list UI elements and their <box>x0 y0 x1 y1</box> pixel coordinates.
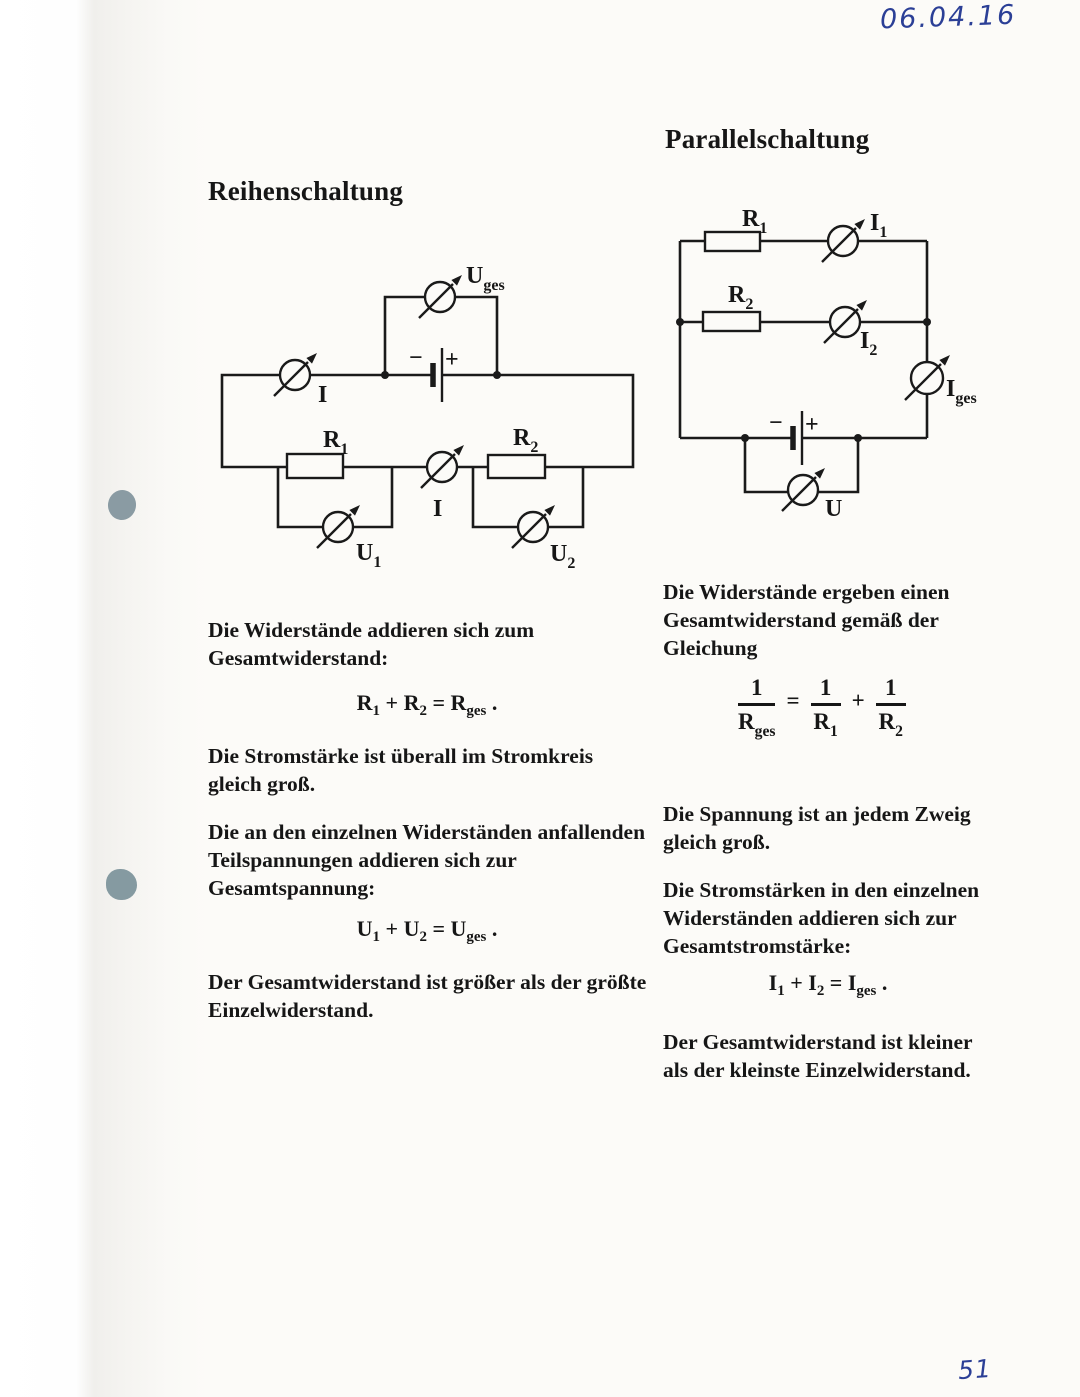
label-r2: R2 <box>728 282 753 313</box>
equals-sign: = <box>786 687 800 713</box>
junction-dot <box>381 371 389 379</box>
voltmeter-u1-icon <box>316 505 360 549</box>
ammeter-i-mid-icon <box>420 445 464 489</box>
wire <box>220 373 635 469</box>
series-circuit-diagram: − + Uges I R1 R2 I U1 U2 <box>220 263 635 572</box>
hole-punch-bottom <box>106 869 137 900</box>
label-i-top: I <box>318 382 327 408</box>
resistor-r1 <box>703 230 762 253</box>
voltmeter-u2-icon <box>511 505 555 549</box>
handwritten-date: 06.04.16 <box>879 0 1017 36</box>
label-i2: I2 <box>860 328 877 359</box>
label-u: U <box>825 496 842 522</box>
battery-minus-sign: − <box>769 410 783 436</box>
ammeter-i1-icon <box>821 219 865 263</box>
label-uges: Uges <box>466 263 505 294</box>
label-r1: R1 <box>323 427 348 458</box>
series-paragraph-current: Die Stromstärke ist überall im Stromkrei… <box>208 744 594 796</box>
series-circuit-title: Reihenschaltung <box>208 176 404 206</box>
resistor-r1 <box>285 452 345 480</box>
series-paragraph-total-resistance: Der Gesamtwiderstand ist größer als der … <box>208 970 647 1022</box>
ammeter-i-icon <box>273 353 317 397</box>
label-i-mid: I <box>433 496 442 522</box>
plus-sign: + <box>851 687 865 713</box>
label-iges: Iges <box>946 376 977 407</box>
label-i1: I1 <box>870 210 887 241</box>
ammeter-i2-icon <box>823 300 867 344</box>
voltmeter-uges-icon <box>418 275 462 319</box>
battery-icon: − + <box>409 345 459 402</box>
junction-dot <box>493 371 501 379</box>
junction-dot <box>676 318 684 326</box>
series-formula-voltage: U1 + U2 = Uges . <box>356 916 498 945</box>
junction-dot <box>923 318 931 326</box>
series-paragraph-voltages: Die an den einzelnen Widerständen anfall… <box>208 820 646 900</box>
label-u1: U1 <box>356 540 381 571</box>
handwritten-page-number: 51 <box>957 1353 993 1386</box>
parallel-paragraph-voltage: Die Spannung ist an jedem Zweig gleich g… <box>663 802 971 854</box>
battery-icon: − + <box>769 410 819 465</box>
resistor-r2 <box>701 310 762 333</box>
ammeter-iges-icon <box>904 355 950 401</box>
resistor-r2 <box>486 453 547 480</box>
label-u2: U2 <box>550 541 575 572</box>
battery-plus-sign: + <box>445 347 459 373</box>
voltmeter-u-icon <box>781 468 825 512</box>
parallel-circuit-title: Parallelschaltung <box>665 124 870 154</box>
parallel-paragraph-total-resistance: Der Gesamtwiderstand ist kleiner als der… <box>663 1030 973 1082</box>
label-r2: R2 <box>513 425 538 456</box>
battery-plus-sign: + <box>805 412 819 438</box>
junction-dot <box>854 434 862 442</box>
parallel-paragraph-resistances: Die Widerstände ergeben einen Gesamtwide… <box>663 580 950 660</box>
series-formula-resistance: R1 + R2 = Rges . <box>356 690 498 719</box>
hole-punch-top <box>106 488 138 522</box>
label-r1: R1 <box>742 206 767 237</box>
parallel-paragraph-currents: Die Stromstärken in den einzelnen Widers… <box>663 878 980 958</box>
series-paragraph-resistances: Die Widerstände addieren sich zum Gesamt… <box>208 618 535 670</box>
battery-minus-sign: − <box>409 345 423 371</box>
junction-dot <box>741 434 749 442</box>
parallel-formula-current: I1 + I2 = Iges . <box>768 970 888 999</box>
parallel-circuit-diagram: − + R1 I1 R2 I2 Iges U <box>676 206 977 522</box>
